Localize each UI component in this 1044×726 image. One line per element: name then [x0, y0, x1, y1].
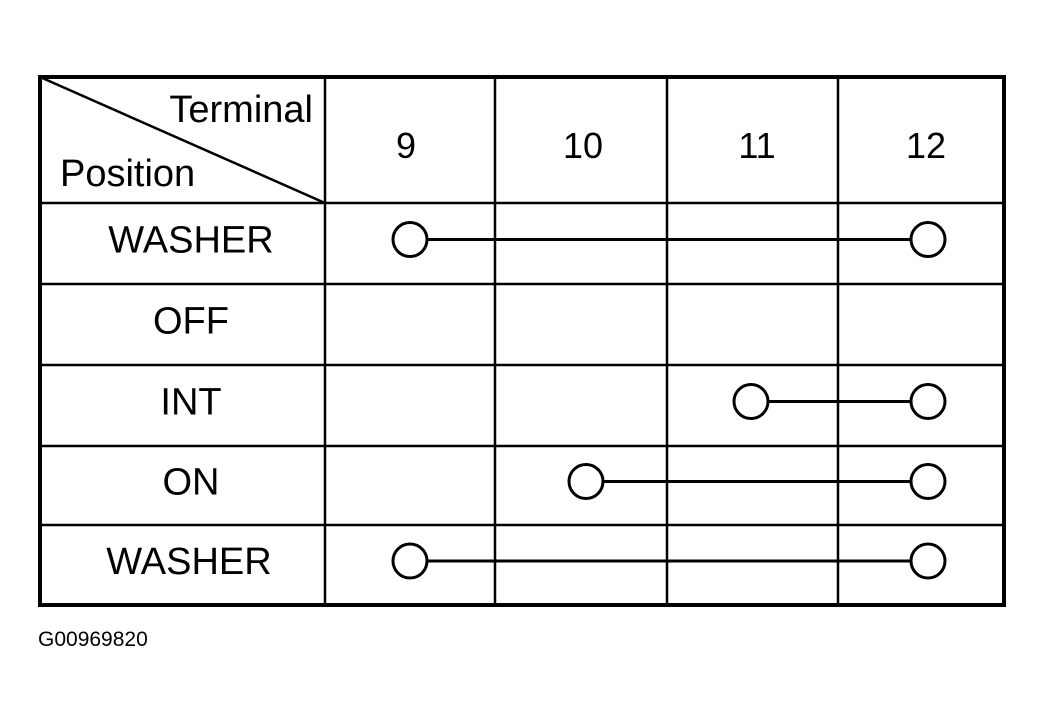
position-label-int: INT: [160, 382, 221, 424]
position-label-washer: WASHER: [108, 220, 273, 262]
terminal-circle-10: [567, 463, 605, 500]
position-header-label: Position: [60, 153, 195, 195]
terminal-header-12: 12: [906, 125, 946, 166]
terminal-header-10: 10: [563, 125, 603, 166]
position-label-off: OFF: [153, 301, 229, 343]
terminal-header-9: 9: [396, 125, 416, 166]
terminal-circle-12: [909, 542, 947, 580]
position-label-on: ON: [163, 462, 220, 504]
terminal-circle-12: [909, 463, 947, 500]
table-outer-border: [38, 75, 1006, 607]
terminal-circle-11: [732, 383, 770, 420]
position-label-washer: WASHER: [106, 541, 271, 583]
terminal-circle-9: [391, 221, 429, 258]
table-grid: [38, 75, 1006, 607]
terminal-header-row: 9 10 11 12: [396, 125, 946, 166]
terminal-circle-12: [909, 383, 947, 420]
position-column: WASHER OFF INT ON WASHER: [106, 220, 273, 584]
header-diagonal-divider: [39, 75, 326, 205]
continuity-connections: [391, 221, 947, 580]
terminal-header-label: Terminal: [169, 89, 313, 131]
figure-id: G00969820: [38, 628, 148, 651]
terminal-header-11: 11: [738, 125, 775, 166]
terminal-circle-9: [391, 542, 429, 580]
terminal-circle-12: [909, 221, 947, 258]
